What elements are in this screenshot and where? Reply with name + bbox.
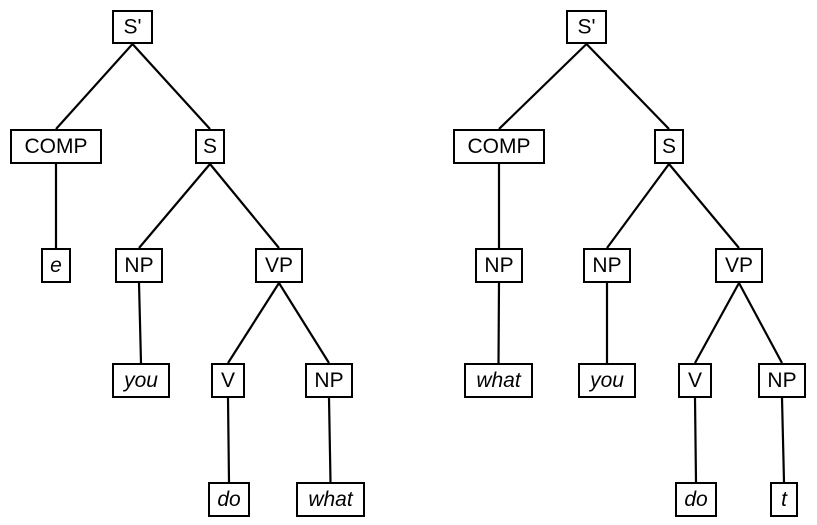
node-label-L-COMP: COMP [25,135,88,158]
node-box-R-what [463,362,534,399]
tree-node-L-V[interactable]: V [210,362,246,399]
tree-node-L-e[interactable]: e [40,247,72,284]
node-label-R-NP1: NP [592,254,621,277]
tree-node-R-NP0[interactable]: NP [474,247,524,284]
tree-node-R-NP1[interactable]: NP [582,247,632,284]
node-box-L-do [207,481,251,518]
node-label-R-V: V [688,369,702,392]
tree-node-L-what[interactable]: what [295,481,366,518]
tree-edge-R-NP2-to-R-t [780,397,786,483]
node-box-L-Sbar [111,9,154,45]
node-label-R-NP0: NP [484,254,513,277]
tree-edge-L-S-to-L-VP [209,163,280,249]
tree-edge-L-Sbar-to-L-S [131,43,211,130]
tree-node-R-do[interactable]: do [674,481,718,518]
tree-node-R-VP[interactable]: VP [714,247,764,284]
right-syntax-tree-edges [497,43,786,483]
node-label-R-VP: VP [725,254,753,277]
node-box-R-NP1 [582,247,632,284]
node-label-R-do: do [684,488,708,511]
tree-node-L-S[interactable]: S [194,128,226,165]
node-label-R-you: you [588,369,624,392]
node-box-R-Sbar [565,9,608,45]
node-box-R-VP [714,247,764,284]
node-label-R-t: t [781,488,788,511]
tree-edge-L-V-to-L-do [226,397,231,483]
node-box-L-VP [254,247,304,284]
node-box-L-V [210,362,246,399]
node-box-R-V [677,362,713,399]
node-box-R-NP0 [474,247,524,284]
node-label-R-S: S [662,135,676,158]
node-label-R-NP2: NP [767,369,796,392]
tree-node-R-t[interactable]: t [769,481,799,518]
tree-edge-L-VP-to-L-V [227,282,280,364]
tree-edge-R-Sbar-to-R-S [585,43,670,130]
tree-edge-L-NP2-to-L-what [327,397,332,483]
node-label-R-what: what [476,369,522,392]
node-box-L-NP1 [114,247,164,284]
tree-node-R-S[interactable]: S [653,128,685,165]
tree-node-R-COMP[interactable]: COMP [452,128,546,165]
node-label-L-what: what [308,488,354,511]
node-label-L-S: S [203,135,217,158]
tree-edge-R-S-to-R-VP [668,163,740,249]
tree-edge-L-S-to-L-NP1 [138,163,211,249]
node-label-L-Sbar: S' [123,16,141,39]
tree-node-L-you[interactable]: you [111,362,171,399]
tree-node-R-what[interactable]: what [463,362,534,399]
node-box-R-NP2 [757,362,807,399]
node-label-L-V: V [221,369,235,392]
tree-node-R-NP2[interactable]: NP [757,362,807,399]
node-label-R-COMP: COMP [468,135,531,158]
node-label-L-NP1: NP [124,254,153,277]
node-box-L-what [295,481,366,518]
tree-node-R-Sbar[interactable]: S' [565,9,608,45]
node-label-L-do: do [217,488,241,511]
tree-node-L-VP[interactable]: VP [254,247,304,284]
tree-edge-L-NP1-to-L-you [137,282,143,364]
node-box-L-S [194,128,226,165]
node-label-L-e: e [50,254,62,277]
node-box-R-do [674,481,718,518]
node-box-R-t [769,481,799,518]
node-label-L-NP2: NP [314,369,343,392]
tree-edge-L-Sbar-to-L-COMP [55,43,134,130]
tree-edge-R-S-to-R-NP1 [606,163,670,249]
tree-edge-R-NP0-to-R-what [497,282,501,364]
edges-layer [54,43,786,483]
node-label-L-you: you [122,369,158,392]
tree-node-L-COMP[interactable]: COMP [9,128,103,165]
tree-edge-R-V-to-R-do [693,397,698,483]
tree-node-L-NP2[interactable]: NP [304,362,354,399]
node-box-R-S [653,128,685,165]
tree-node-R-you[interactable]: you [577,362,637,399]
node-box-R-you [577,362,637,399]
node-box-L-COMP [9,128,103,165]
left-syntax-tree-edges [54,43,332,483]
tree-node-R-V[interactable]: V [677,362,713,399]
tree-node-L-NP1[interactable]: NP [114,247,164,284]
right-syntax-tree-nodes: S' COMP S NP NP VP what you V NP do t [452,9,807,518]
tree-edge-R-Sbar-to-R-COMP [498,43,588,130]
tree-node-L-Sbar[interactable]: S' [111,9,154,45]
node-box-L-you [111,362,171,399]
node-box-L-NP2 [304,362,354,399]
tree-edge-R-VP-to-R-NP2 [738,282,783,364]
tree-edge-R-VP-to-R-V [694,282,740,364]
node-label-L-VP: VP [265,254,293,277]
node-box-L-e [40,247,72,284]
tree-edge-L-VP-to-L-NP2 [278,282,330,364]
node-box-R-COMP [452,128,546,165]
tree-node-L-do[interactable]: do [207,481,251,518]
node-label-R-Sbar: S' [577,16,595,39]
